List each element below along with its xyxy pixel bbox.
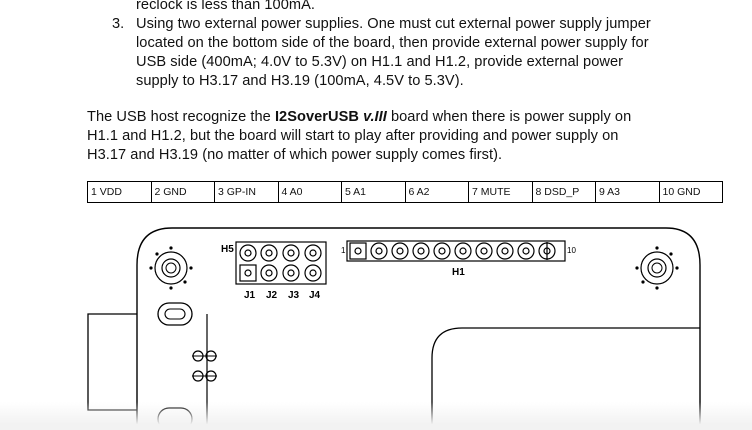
pin-cell-1: 1 VDD — [87, 181, 152, 203]
pin-cell-6: 6 A2 — [404, 181, 469, 203]
mounting-hole-left — [149, 246, 193, 290]
h5-header — [235, 241, 327, 285]
jumper-label-j3: J3 — [288, 290, 300, 301]
table-row: 1 VDD 2 GND 3 GP-IN 4 A0 5 A1 6 A2 7 MUT… — [87, 181, 723, 203]
list-item-3-line-2: located on the bottom side of the board,… — [136, 35, 649, 51]
h1-pin-10-label: 10 — [567, 246, 576, 255]
h1-label: H1 — [452, 267, 465, 278]
bottom-fade — [0, 402, 752, 430]
pinout-table: 1 VDD 2 GND 3 GP-IN 4 A0 5 A1 6 A2 7 MUT… — [87, 181, 723, 203]
pin-cell-5: 5 A1 — [341, 181, 406, 203]
enclosure-outline — [431, 327, 700, 430]
pin-cell-10: 10 GND — [658, 181, 723, 203]
board-drawing: H5 J1 J2 J3 J4 1 10 — [87, 227, 701, 430]
pin-cell-8: 8 DSD_P — [531, 181, 596, 203]
pin-cell-2: 2 GND — [150, 181, 215, 203]
list-item-3-line-4: supply to H3.17 and H3.19 (100mA, 4.5V t… — [136, 73, 464, 89]
mounting-hole-right — [635, 246, 679, 290]
pin-cell-4: 4 A0 — [277, 181, 342, 203]
product-name: I2SoverUSB — [274, 109, 364, 125]
pin-cell-7: 7 MUTE — [468, 181, 533, 203]
list-number-3: 3. — [112, 16, 125, 32]
paragraph-text: The USB host recognize the — [87, 109, 275, 125]
paragraph-line-1: The USB host recognize the I2SoverUSB v.… — [87, 108, 631, 126]
usb-connector — [87, 313, 137, 411]
list-item-3-line-3: USB side (400mA; 4.0V to 5.3V) on H1.1 a… — [136, 54, 624, 70]
h5-label: H5 — [221, 244, 234, 255]
paragraph-line-3: H3.17 and H3.19 (no matter of which powe… — [87, 147, 503, 163]
pin-cell-3: 3 GP-IN — [214, 181, 279, 203]
jumper-label-j1: J1 — [244, 290, 256, 301]
text-line-previous: reclock is less than 100mA. — [136, 0, 315, 13]
list-item-3-line-1: Using two external power supplies. One m… — [136, 16, 651, 32]
product-version: v.III — [363, 109, 387, 125]
pin-cell-9: 9 A3 — [595, 181, 660, 203]
jumper-label-j2: J2 — [266, 290, 278, 301]
h1-pin-1-label: 1 — [341, 246, 346, 255]
h1-header — [346, 240, 566, 262]
jumper-label-j4: J4 — [309, 290, 321, 301]
board-outline — [136, 227, 701, 430]
h5-pins — [239, 244, 322, 282]
slot-hole-upper — [157, 302, 193, 326]
paragraph-text: board when there is power supply on — [386, 109, 632, 125]
paragraph-line-2: H1.1 and H1.2, but the board will start … — [87, 128, 619, 144]
h1-pins — [349, 242, 556, 260]
via-group — [192, 350, 217, 382]
